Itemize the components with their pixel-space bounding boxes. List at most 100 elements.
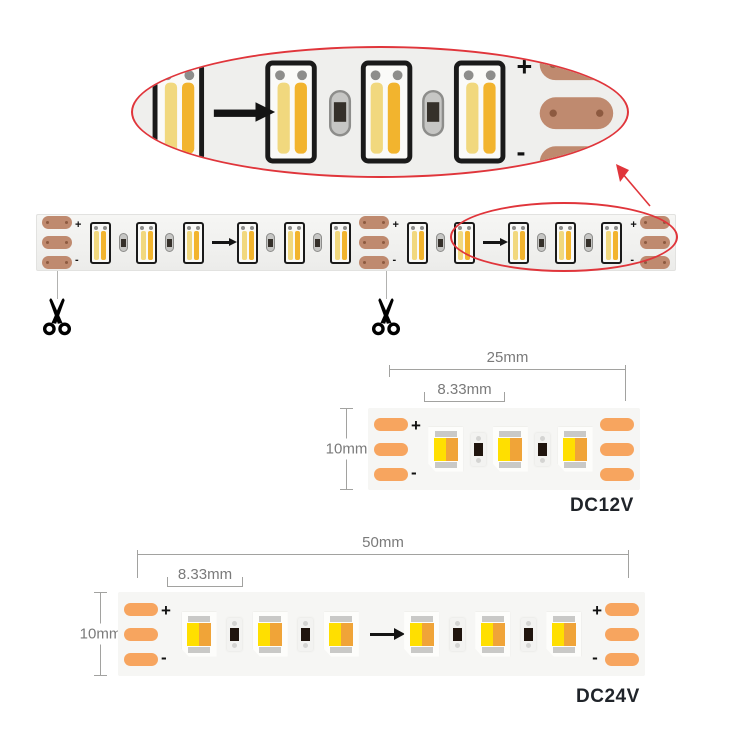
polarity-marks: +- <box>161 602 171 666</box>
led-contact-dot <box>486 70 497 81</box>
direction-arrow-icon <box>214 100 276 121</box>
led-electrode <box>499 430 522 437</box>
solder-pad <box>359 256 390 269</box>
polarity-marks: +- <box>516 54 533 169</box>
resistor-terminal <box>232 620 238 626</box>
cut-line <box>57 271 58 299</box>
led-emitter-warm <box>187 230 193 260</box>
dim-width-dc24v: 10mm <box>78 592 123 676</box>
led-emitter-cool <box>445 437 458 461</box>
solder-pads <box>600 417 634 481</box>
led-electrode <box>259 615 282 622</box>
led-contacts <box>464 70 497 81</box>
resistor <box>520 617 536 651</box>
led-emitter-cool <box>194 230 200 260</box>
dim-pitch-dc24v: 8.33mm <box>167 566 243 587</box>
led-chip <box>407 221 429 264</box>
led-emitter-warm <box>140 230 146 260</box>
cut-line <box>386 271 387 299</box>
resistor-body <box>230 627 240 641</box>
resistor <box>266 233 276 252</box>
polarity-plus: + <box>592 601 602 620</box>
led-electrode <box>330 646 353 653</box>
solder-pads <box>374 417 408 481</box>
led-chip <box>152 60 205 164</box>
solder-pad-group: +- <box>592 602 639 666</box>
solder-pad <box>539 145 614 176</box>
solder-pad <box>600 467 634 481</box>
solder-pad <box>359 216 390 229</box>
polarity-minus: - <box>516 138 526 169</box>
resistor-terminal <box>454 642 460 648</box>
dim-label-25mm: 25mm <box>486 349 529 366</box>
led-emitter-warm <box>465 82 478 154</box>
led-emitter-warm <box>409 622 422 646</box>
solder-pad <box>605 652 639 666</box>
resistor-body <box>314 238 320 247</box>
led-contact-dot <box>162 70 173 81</box>
led-chip <box>283 221 305 264</box>
led-electrode <box>188 646 211 653</box>
led-emitter-warm <box>551 622 564 646</box>
solder-pad-group: +- <box>124 602 171 666</box>
resistor-terminal <box>525 620 531 626</box>
polarity-plus: + <box>392 218 399 231</box>
led-emitter-warm <box>563 437 576 461</box>
led-contact-dot <box>298 70 309 81</box>
led-emitters <box>411 230 424 261</box>
led-electrode <box>499 461 522 468</box>
led-emitters <box>371 82 401 157</box>
resistor-body <box>538 442 548 456</box>
resistor-body <box>301 627 311 641</box>
resistor <box>165 233 175 252</box>
dc24v-label: DC24V <box>576 686 640 707</box>
solder-pad-group: +- <box>42 216 81 269</box>
led-emitters <box>334 230 347 261</box>
resistor-terminal <box>475 457 481 463</box>
led-emitters <box>563 437 588 461</box>
solder-pad <box>374 442 408 456</box>
polarity-plus: + <box>75 218 82 231</box>
led-chip <box>237 221 259 264</box>
solder-pad-group: +- <box>374 417 421 481</box>
led-contacts <box>276 70 309 81</box>
polarity-marks: +- <box>75 218 82 266</box>
led-contacts <box>162 70 195 81</box>
resistor-body <box>523 627 533 641</box>
magnified-strip-row: +- <box>133 48 627 176</box>
led-emitter-cool <box>341 230 347 260</box>
led-emitters <box>187 230 200 261</box>
dim-label-50mm: 50mm <box>362 534 404 551</box>
led-contacts <box>411 225 425 230</box>
solder-pad-group: +- <box>359 216 399 269</box>
resistor-body <box>473 442 483 456</box>
led-contact-dot <box>250 225 255 230</box>
dim-label-8.33mm: 8.33mm <box>177 566 233 583</box>
led-chip <box>136 221 158 264</box>
led-contacts <box>241 225 255 230</box>
led-chip <box>330 221 352 264</box>
led-emitter-cool <box>563 622 576 646</box>
led-chip <box>546 611 582 657</box>
led-electrode <box>188 615 211 622</box>
led-emitters <box>94 230 107 261</box>
led-emitters <box>551 622 576 646</box>
dc12v-strip-diagram: +- <box>368 408 640 490</box>
led-emitter-warm <box>94 230 100 260</box>
solder-pads <box>539 48 614 176</box>
led-contact-dot <box>343 225 348 230</box>
solder-pad <box>359 236 390 249</box>
resistor <box>312 233 322 252</box>
solder-pad <box>539 96 614 128</box>
led-emitter-warm <box>334 230 340 260</box>
led-electrode <box>330 615 353 622</box>
led-emitter-cool <box>101 230 107 260</box>
led-emitter-cool <box>341 622 354 646</box>
solder-pad <box>42 256 72 269</box>
resistor-terminal <box>232 642 238 648</box>
resistor-body <box>120 238 126 247</box>
solder-pad <box>124 652 158 666</box>
solder-pad <box>42 216 72 229</box>
led-emitter-warm <box>258 622 271 646</box>
led-emitter-warm <box>329 622 342 646</box>
